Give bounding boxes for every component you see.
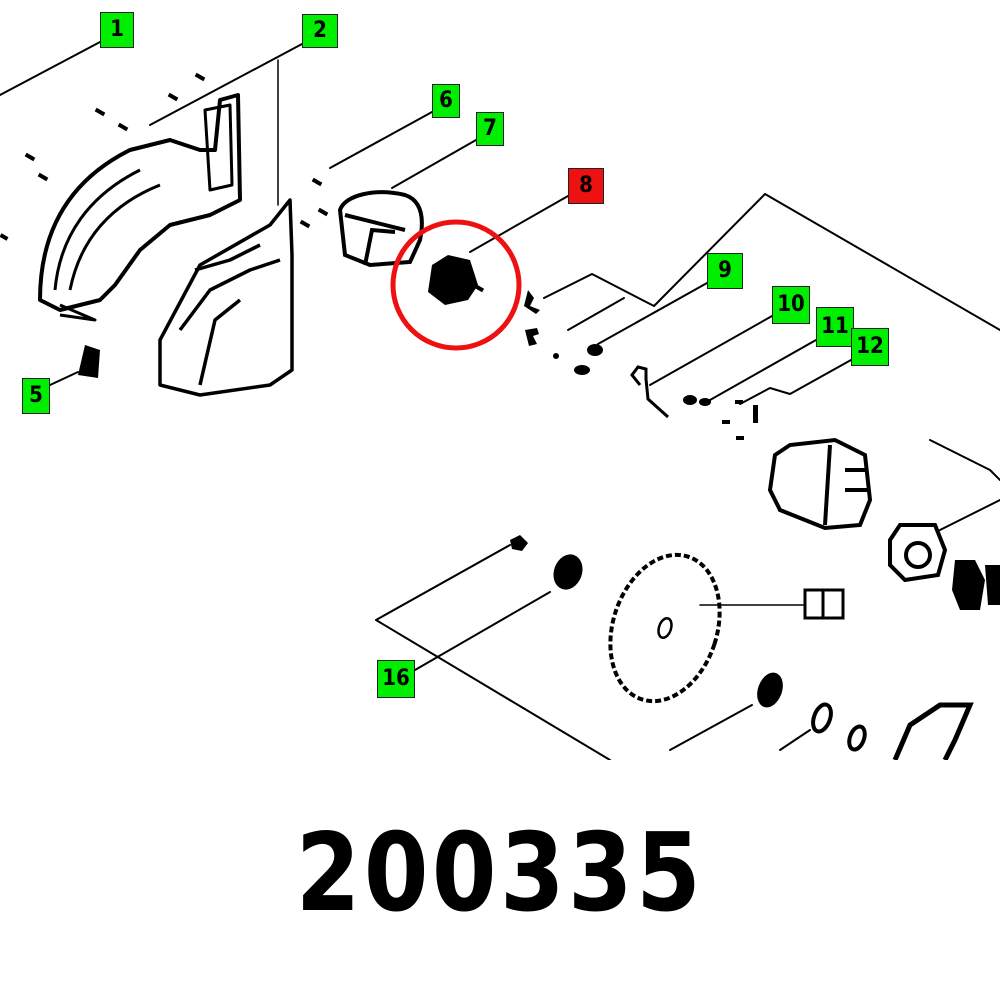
leader-line-8 [469, 195, 569, 253]
callout-9[interactable]: 9 [707, 253, 743, 289]
part-1-upper-guard [38, 93, 242, 322]
saw-blade [608, 552, 722, 704]
callout-6[interactable]: 6 [432, 84, 460, 118]
diagram-drawing [0, 41, 1000, 762]
motor-stator [767, 437, 873, 531]
part-5-clip [78, 345, 100, 378]
blade-bushing [803, 588, 845, 620]
callout-11[interactable]: 11 [816, 307, 854, 347]
leader-line-6 [329, 111, 433, 169]
callout-16[interactable]: 16 [377, 660, 415, 698]
part-number: 200335 [295, 811, 705, 936]
part-16-washer [510, 535, 783, 708]
part-7-housing [337, 190, 424, 268]
highlight-circle [390, 219, 522, 351]
leader-line-2 [149, 43, 303, 126]
part-8-brush-holder [428, 255, 485, 305]
callout-7[interactable]: 7 [476, 112, 504, 146]
callout-8[interactable]: 8 [568, 168, 604, 204]
motor-armature [888, 523, 948, 583]
callout-10[interactable]: 10 [772, 286, 810, 324]
leader-line-1 [0, 41, 101, 96]
callout-1[interactable]: 1 [100, 12, 134, 48]
part-2-lower-guard [158, 198, 294, 397]
callout-2[interactable]: 2 [302, 14, 338, 48]
leader-line-7 [391, 139, 477, 189]
callout-5[interactable]: 5 [22, 378, 50, 414]
callout-12[interactable]: 12 [851, 328, 889, 366]
